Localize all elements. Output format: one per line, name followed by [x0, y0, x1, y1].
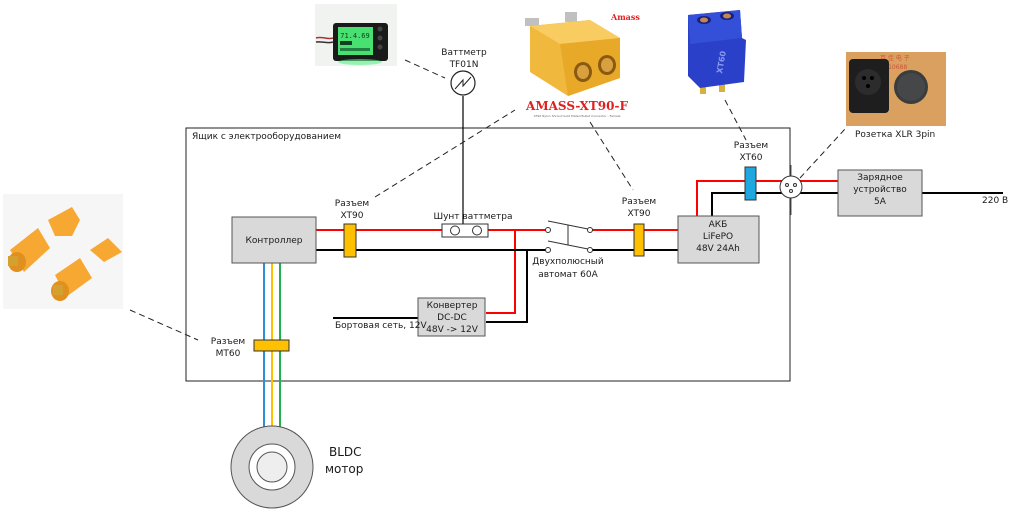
xlr-photo: 百 佳 电 子 MB 13479510688 [846, 52, 946, 126]
mt60-label-2: MT60 [216, 349, 241, 359]
xt90-right-label-1: Разъем [622, 197, 656, 207]
xt60-label-1: Разъем [734, 141, 768, 151]
charger-label-2: устройство [853, 185, 907, 195]
wattmeter-label-1: Ваттметр [441, 48, 487, 58]
callout-leaders [129, 59, 846, 341]
mains-label: 220 В [982, 196, 1008, 206]
xt90-left-connector[interactable]: Разъем XT90 [335, 199, 369, 258]
converter-label-2: DC-DC [437, 313, 467, 323]
controller-label: Контроллер [246, 236, 303, 246]
xlr-photo-watermark-1: 百 佳 电 子 [880, 54, 910, 62]
xt90-left-label-1: Разъем [335, 199, 369, 209]
motor-label-2: мотор [325, 462, 363, 476]
mt60-photo [3, 194, 123, 309]
onboard-network-label: Бортовая сеть, 12V [335, 321, 427, 331]
controller-box[interactable]: Контроллер [231, 216, 317, 264]
enclosure-label: Ящик с электрооборудованием [192, 132, 341, 142]
double-pole-breaker[interactable]: Двухполюсный автомат 60А [532, 220, 604, 280]
shunt-label: Шунт ваттметра [433, 212, 512, 222]
xt60-photo: XT60 [688, 10, 746, 94]
mt60-connector[interactable]: Разъем MT60 [211, 337, 290, 359]
motor-label-1: BLDC [329, 445, 362, 459]
converter-label-3: 48V -> 12V [426, 325, 479, 335]
xlr-label: Розетка XLR 3pin [855, 130, 935, 140]
mt60-label-1: Разъем [211, 337, 245, 347]
charger-label-1: Зарядное [857, 173, 903, 183]
converter-label-1: Конвертер [427, 301, 478, 311]
shunt[interactable]: Шунт ваттметра [433, 212, 513, 238]
xt60-photo-marking: XT60 [715, 50, 728, 74]
breaker-label-2: автомат 60А [538, 270, 598, 280]
xlr-socket[interactable] [779, 175, 803, 199]
xt60-connector[interactable]: Разъем XT60 [734, 141, 768, 201]
wattmeter-symbol[interactable]: Ваттметр TF01N [441, 48, 487, 96]
xt90-right-label-2: XT90 [628, 209, 651, 219]
converter-box[interactable]: Конвертер DC-DC 48V -> 12V [417, 297, 486, 337]
xt90-photo-title: AMASS-XT90-F [525, 99, 628, 113]
wattmeter-label-2: TF01N [449, 60, 479, 70]
battery-label-3: 48V 24Ah [696, 244, 740, 254]
charger-label-3: 5А [874, 197, 887, 207]
xt90-photo: Amass AMASS-XT90-F XT90 Nylon Shroud Gol… [525, 12, 640, 118]
bldc-motor[interactable]: BLDC мотор [230, 425, 363, 509]
wattmeter-photo: 71.4.69 [315, 4, 397, 66]
xt90-left-label-2: XT90 [341, 211, 364, 221]
wattmeter-display: 71.4.69 [340, 32, 370, 40]
xt90-right-connector[interactable]: Разъем XT90 [622, 197, 656, 257]
xt90-photo-caption: XT90 Nylon Shroud Gold Plated Bullet Con… [534, 114, 621, 118]
charger-box[interactable]: Зарядное устройство 5А [837, 169, 923, 217]
battery-box[interactable]: АКБ LiFePO 48V 24Ah [677, 215, 760, 264]
battery-label-1: АКБ [709, 220, 728, 230]
xt90-photo-brand: Amass [610, 12, 640, 22]
enclosure-frame [185, 127, 791, 382]
breaker-label-1: Двухполюсный [532, 257, 604, 267]
battery-label-2: LiFePO [703, 232, 733, 242]
xt60-label-2: XT60 [740, 153, 763, 163]
